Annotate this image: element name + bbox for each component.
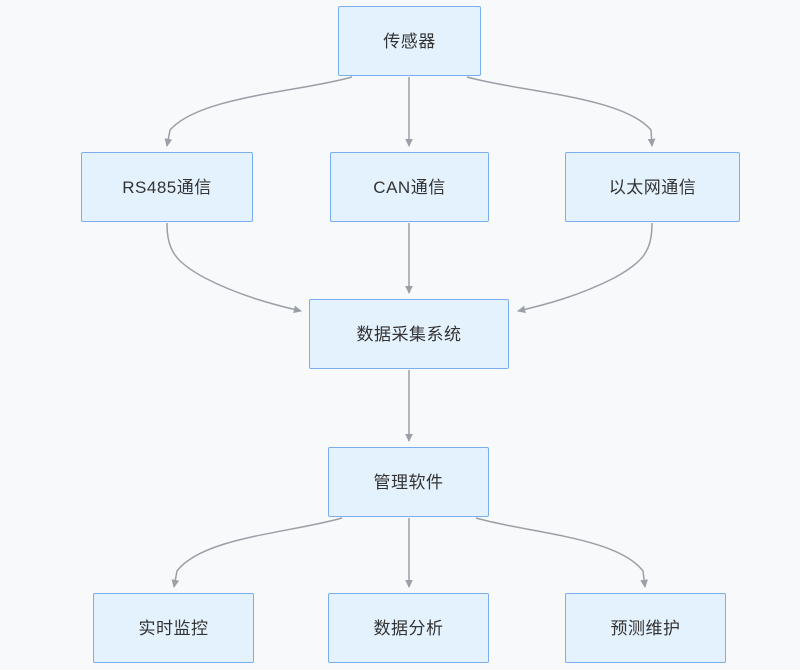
edge-rs485-to-daq	[166, 222, 302, 314]
edge-software-to-predict	[475, 517, 648, 588]
node-predictive-maintenance[interactable]: 预测维护	[565, 593, 726, 663]
node-can-communication[interactable]: CAN通信	[330, 152, 489, 222]
edge-ethernet-to-daq	[517, 222, 653, 314]
node-data-analysis[interactable]: 数据分析	[328, 593, 489, 663]
node-label-data-analysis: 数据分析	[373, 618, 444, 638]
node-label-rs485-communication: RS485通信	[122, 177, 212, 197]
edge-software-to-monitor	[171, 517, 343, 588]
node-label-sensor: 传感器	[383, 31, 436, 51]
node-label-management-software: 管理软件	[373, 472, 444, 492]
edge-sensor-to-rs485	[164, 76, 353, 147]
node-rs485-communication[interactable]: RS485通信	[81, 152, 253, 222]
node-label-realtime-monitoring: 实时监控	[138, 618, 209, 638]
node-data-acquisition-system[interactable]: 数据采集系统	[309, 299, 509, 369]
node-label-predictive-maintenance: 预测维护	[610, 618, 681, 638]
node-sensor[interactable]: 传感器	[338, 6, 481, 76]
node-realtime-monitoring[interactable]: 实时监控	[93, 593, 254, 663]
node-label-can-communication: CAN通信	[373, 177, 446, 197]
node-management-software[interactable]: 管理软件	[328, 447, 489, 517]
node-label-data-acquisition-system: 数据采集系统	[356, 324, 462, 344]
edge-sensor-to-ethernet	[466, 76, 656, 147]
node-label-ethernet-communication: 以太网通信	[608, 177, 697, 197]
node-ethernet-communication[interactable]: 以太网通信	[565, 152, 740, 222]
